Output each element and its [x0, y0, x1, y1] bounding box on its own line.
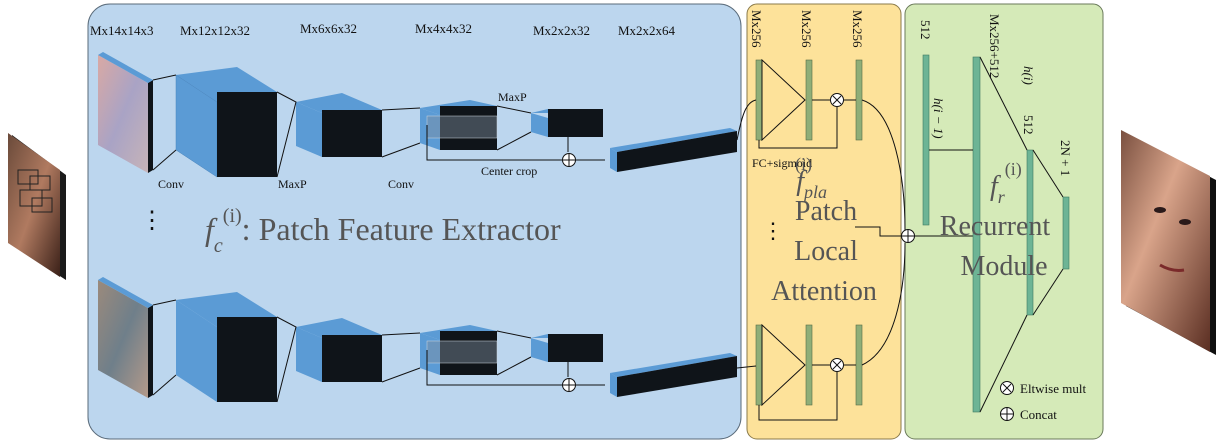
attention-ellipsis: ⋮ [762, 218, 784, 243]
top-small-maxp-block [531, 109, 603, 137]
extractor-title: fc(i): Patch Feature Extractor [205, 205, 561, 257]
dim-conv2: Mx4x4x32 [415, 21, 472, 36]
top-maxp-block [296, 93, 382, 157]
att-dim-3: Mx256 [850, 10, 865, 48]
svg-text:Attention: Attention [771, 276, 877, 307]
bottom-small-maxp-block [531, 334, 603, 362]
attention-bottom [736, 323, 863, 421]
top-conv-block [175, 67, 277, 178]
bottom-maxp-block [296, 318, 382, 382]
op-conv2: Conv [388, 177, 414, 191]
extractor-ellipsis: ⋮ [140, 208, 164, 234]
bottom-feature-bar [610, 353, 737, 397]
recurrent-bars [922, 54, 1070, 413]
top-patch-branch [98, 52, 737, 178]
svg-text:Module: Module [960, 251, 1047, 282]
op-conv1: Conv [158, 177, 184, 191]
dim-input: Mx14x14x3 [90, 23, 154, 38]
op-maxp2: MaxP [498, 90, 527, 104]
legend: Eltwise mult Concat [1000, 381, 1086, 422]
attention-function: fpla(i) [795, 154, 827, 202]
h-prev-label: h(i − 1) [931, 98, 946, 139]
h-cur-label: h(i) [1021, 66, 1036, 85]
dim-maxp2: Mx2x2x32 [533, 23, 590, 38]
rec-dim-1: 512 [918, 20, 933, 40]
output-face-image [1121, 130, 1216, 355]
dim-conv1: Mx12x12x32 [180, 23, 250, 38]
fc-sigmoid-label: FC+sigmoid [752, 156, 812, 170]
rec-dim-3: 512 [1021, 115, 1036, 135]
att-dim-2: Mx256 [799, 10, 814, 48]
rec-dim-2: Mx256+512 [987, 14, 1002, 78]
svg-text:Patch: Patch [795, 196, 857, 227]
attention-panel [746, 3, 902, 440]
input-face-image [8, 133, 66, 280]
top-input-patch [98, 52, 153, 173]
attention-dims: Mx256 Mx256 Mx256 [749, 10, 865, 48]
top-feature-bar [610, 128, 737, 172]
attention-top [736, 58, 863, 149]
svg-text:Local: Local [794, 236, 858, 267]
concat-connectors [855, 99, 975, 366]
op-center-crop: Center crop [481, 164, 537, 178]
dim-feature: Mx2x2x64 [618, 23, 676, 38]
extractor-ops: Conv MaxP Conv MaxP Center crop [158, 90, 537, 191]
recurrent-function: fr(i) [990, 159, 1022, 207]
legend-concat: Concat [1020, 407, 1057, 422]
extractor-dims: Mx14x14x3 Mx12x12x32 Mx6x6x32 Mx4x4x32 M… [90, 21, 676, 38]
bottom-patch-branch [98, 277, 737, 403]
recurrent-lines [929, 56, 1064, 413]
rec-dim-4: 2N + 1 [1058, 140, 1073, 176]
top-conv2-block [420, 100, 498, 150]
recurrent-dims: 512 Mx256+512 512 2N + 1 h(i − 1) h(i) [918, 14, 1073, 176]
bottom-conv2-block [420, 325, 498, 375]
recurrent-title: Recurrent Module [940, 211, 1051, 282]
bottom-input-patch [98, 277, 153, 398]
attention-title: Patch Local Attention [771, 196, 877, 307]
att-dim-1: Mx256 [749, 10, 764, 48]
op-maxp1: MaxP [278, 177, 307, 191]
svg-text:Recurrent: Recurrent [940, 211, 1051, 242]
bottom-conv-block [176, 292, 277, 402]
dim-maxp1: Mx6x6x32 [300, 21, 357, 36]
legend-mult: Eltwise mult [1020, 381, 1086, 396]
